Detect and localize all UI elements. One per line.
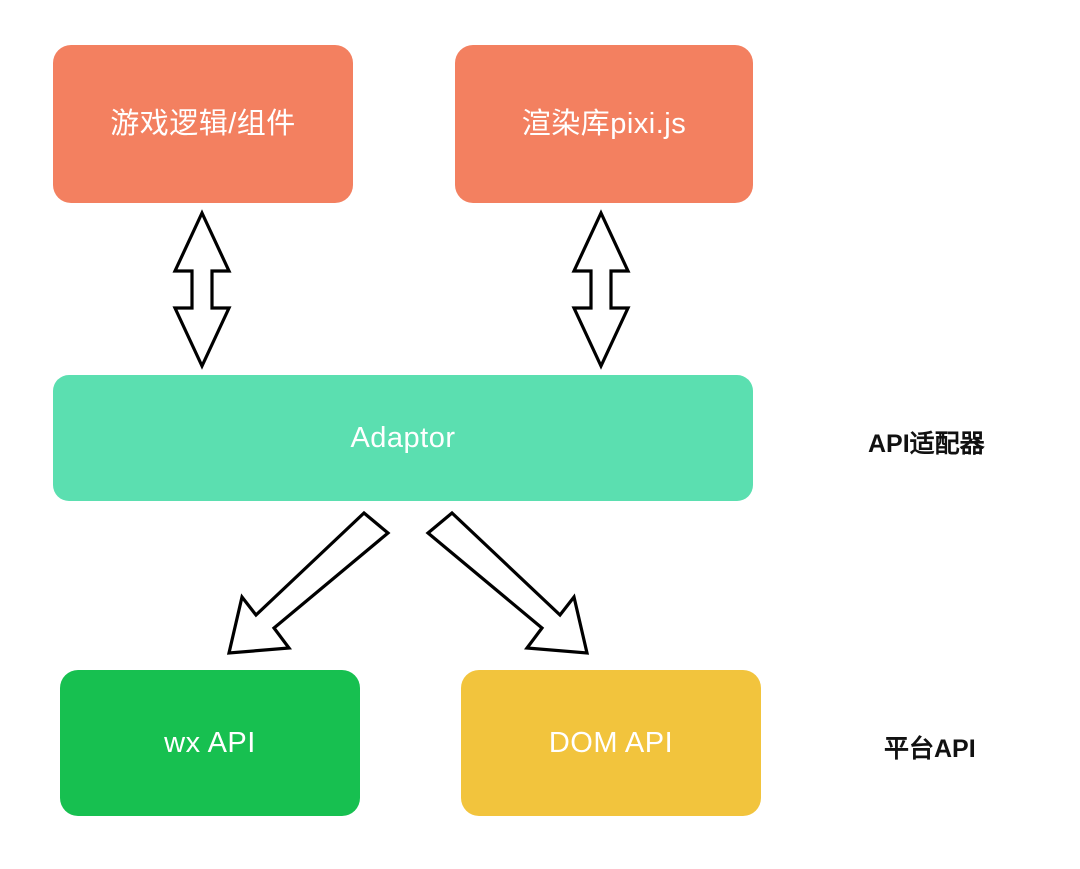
- side-label-platform-api: 平台API: [884, 735, 976, 763]
- arrow-adaptor-to-wx-api: [226, 510, 391, 655]
- node-dom-api[interactable]: DOM API: [461, 670, 761, 816]
- node-dom-api-label: DOM API: [548, 726, 674, 759]
- node-adaptor[interactable]: Adaptor: [53, 375, 753, 501]
- node-render-lib-label: 渲染库pixi.js: [521, 107, 687, 140]
- arrow-render-lib-to-adaptor: [571, 209, 631, 370]
- side-label-api-adaptor: API适配器: [868, 430, 985, 458]
- node-game-logic-label: 游戏逻辑/组件: [110, 107, 296, 140]
- node-adaptor-label: Adaptor: [350, 421, 456, 454]
- node-game-logic[interactable]: 游戏逻辑/组件: [53, 45, 353, 203]
- arrow-game-logic-to-adaptor: [172, 209, 232, 370]
- arrow-adaptor-to-dom-api: [425, 510, 590, 655]
- node-wx-api-label: wx API: [164, 726, 256, 759]
- node-wx-api[interactable]: wx API: [60, 670, 360, 816]
- node-render-lib[interactable]: 渲染库pixi.js: [455, 45, 753, 203]
